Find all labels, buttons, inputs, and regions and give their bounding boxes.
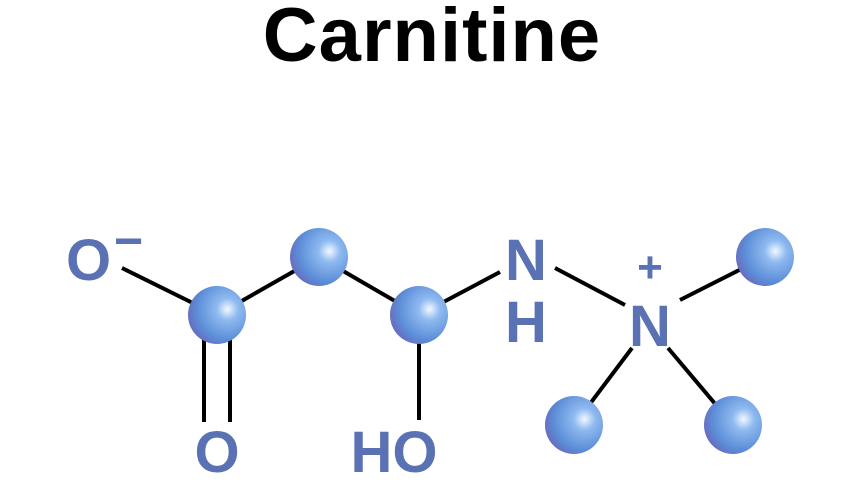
ammonium-nitrogen-label: N (629, 294, 671, 359)
carbon-sphere (188, 286, 246, 344)
carbon-sphere (390, 286, 448, 344)
amine-hydrogen-label: H (505, 290, 547, 355)
carbon-atoms (188, 228, 794, 454)
bond-nh-n (554, 266, 626, 307)
diagram-title: Carnitine (262, 0, 602, 78)
carbonyl-oxygen-label: O (194, 420, 239, 485)
methyl-sphere (545, 396, 603, 454)
hydroxyl-label: HO (351, 420, 438, 485)
minus-charge-label: − (114, 213, 143, 269)
amine-nitrogen-label: N (505, 228, 547, 293)
carbon-sphere (290, 228, 348, 286)
carboxylate-oxygen-label: O (66, 228, 111, 293)
plus-charge-label: + (637, 243, 663, 292)
methyl-sphere (704, 396, 762, 454)
methyl-sphere (736, 228, 794, 286)
